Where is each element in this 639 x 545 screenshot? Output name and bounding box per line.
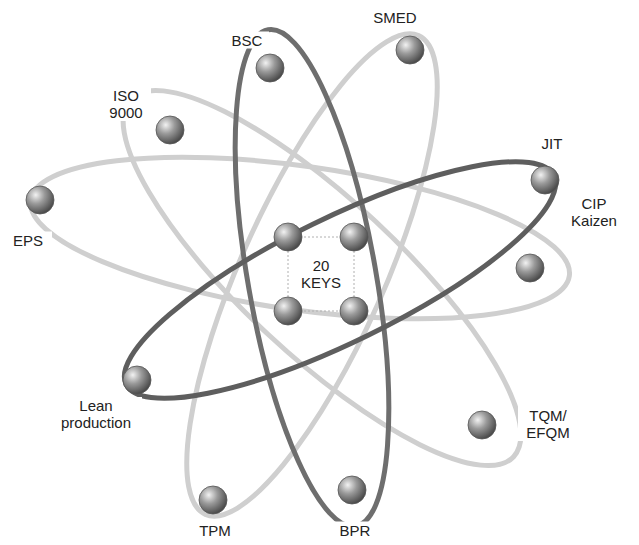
sphere [468,411,496,439]
dotted-square [288,237,354,311]
sphere [338,476,366,504]
sphere [26,186,54,214]
orbit [99,120,581,440]
orbit-label: BSC [225,32,269,49]
sphere [396,36,424,64]
sphere [274,223,302,251]
sphere [156,116,184,144]
sphere [199,486,227,514]
sphere [340,223,368,251]
orbit-label: TPM [191,522,239,539]
orbit-label: BPR [331,522,379,539]
sphere [516,254,544,282]
orbit-label: JIT [530,135,574,152]
sphere [256,54,284,82]
orbit-label: TQM/ EFQM [518,407,578,441]
orbit [205,19,419,538]
orbit-label: SMED [365,9,425,26]
sphere [340,297,368,325]
orbit [140,6,485,543]
sphere [123,366,151,394]
sphere [531,166,559,194]
orbit-label: 20 KEYS [295,257,347,291]
orbit-label: EPS [4,232,52,249]
orbit-label: Lean production [50,397,142,431]
orbit-label: CIP Kaizen [561,195,627,229]
sphere [274,297,302,325]
orbit-label: ISO 9000 [101,87,151,121]
